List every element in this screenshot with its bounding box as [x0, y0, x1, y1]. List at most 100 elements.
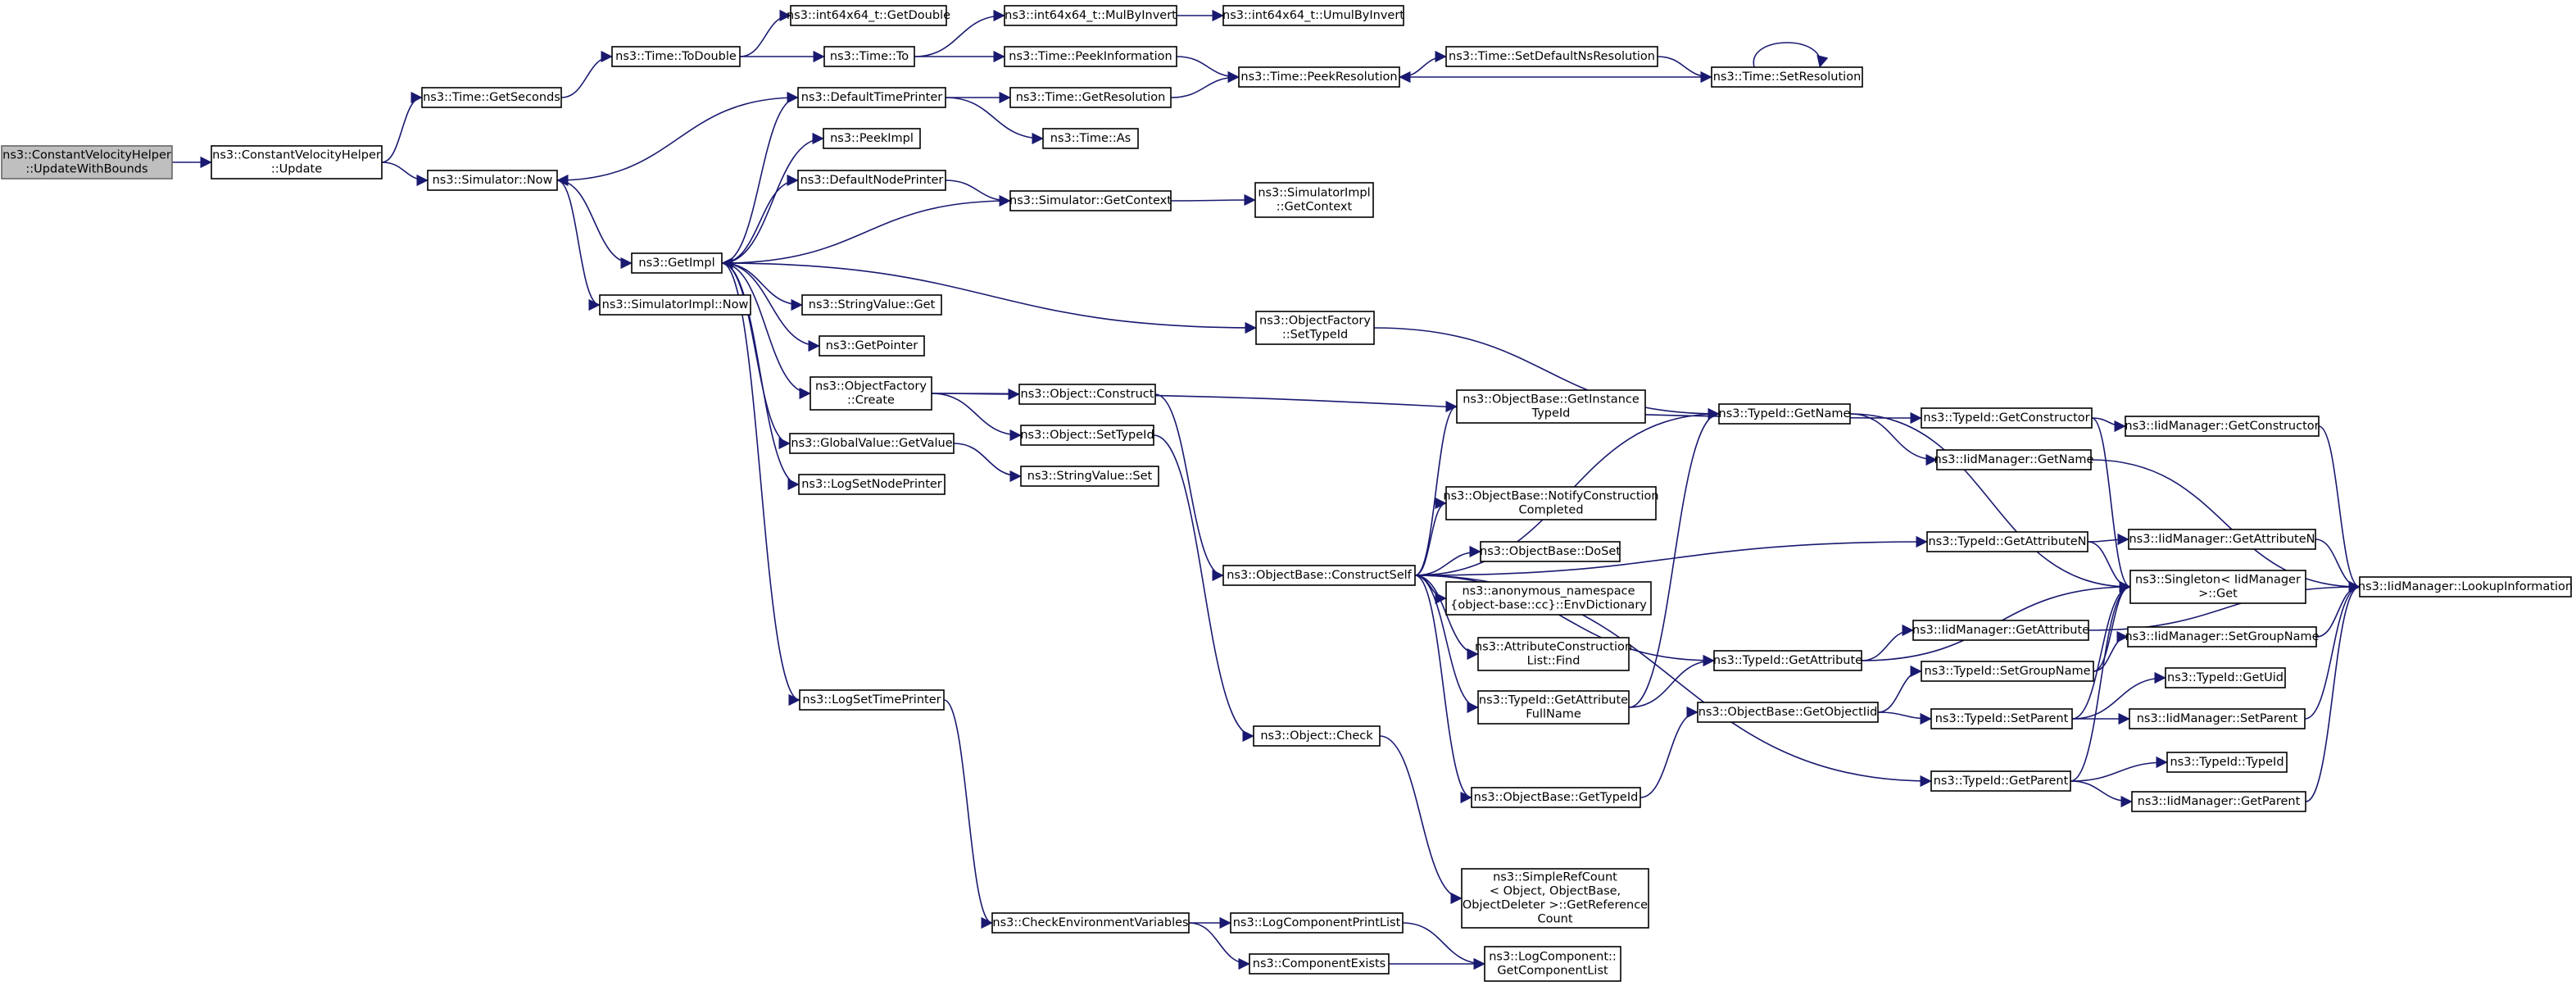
- node-box: [819, 335, 925, 357]
- call-node-iidmgr-getparent[interactable]: ns3::IidManager::GetParent: [2131, 791, 2306, 812]
- call-node-typeid-setgroupname[interactable]: ns3::TypeId::SetGroupName: [1921, 661, 2094, 682]
- call-node-time-peekinformation[interactable]: ns3::Time::PeekInformation: [1004, 46, 1177, 67]
- node-label: ns3::ObjectBase::GetInstance: [1463, 393, 1639, 407]
- call-node-objbase-getobjectiid[interactable]: ns3::ObjectBase::GetObjectIid: [1697, 702, 1879, 723]
- call-node-simimpl-getcontext[interactable]: ns3::SimulatorImpl::GetContext: [1254, 182, 1374, 218]
- call-node-time-to[interactable]: ns3::Time::To: [823, 46, 915, 67]
- call-edge: [739, 9, 791, 57]
- call-node-time-peekresolution[interactable]: ns3::Time::PeekResolution: [1238, 66, 1400, 88]
- node-box: [631, 252, 723, 274]
- call-node-componentexists[interactable]: ns3::ComponentExists: [1249, 953, 1390, 975]
- call-node-typeid-getconstructor[interactable]: ns3::TypeId::GetConstructor: [1921, 407, 2093, 429]
- call-node-objfactory-settypeid[interactable]: ns3::ObjectFactory::SetTypeId: [1255, 311, 1375, 345]
- call-node-anon-envdictionary[interactable]: ns3::anonymous_namespace{object-base::cc…: [1445, 581, 1652, 616]
- call-node-object-check[interactable]: ns3::Object::Check: [1253, 725, 1381, 747]
- call-node-object-construct[interactable]: ns3::Object::Construct: [1018, 384, 1156, 405]
- call-node-typeid-setparent[interactable]: ns3::TypeId::SetParent: [1930, 708, 2073, 729]
- call-node-getpointer[interactable]: ns3::GetPointer: [819, 335, 925, 357]
- call-edge: [721, 262, 1257, 334]
- call-node-singleton-get[interactable]: ns3::Singleton< IidManager>::Get: [2129, 570, 2306, 604]
- call-node-peekimpl[interactable]: ns3::PeekImpl: [823, 128, 921, 149]
- call-node-objbase-constructself[interactable]: ns3::ObjectBase::ConstructSelf: [1222, 565, 1416, 586]
- call-node-objbase-doset[interactable]: ns3::ObjectBase::DoSet: [1480, 541, 1621, 562]
- node-label: ns3::DefaultNodePrinter: [800, 174, 944, 187]
- call-node-time-setresolution[interactable]: ns3::Time::SetResolution: [1711, 66, 1863, 88]
- call-node-objbase-gettypeid[interactable]: ns3::ObjectBase::GetTypeId: [1471, 787, 1641, 808]
- call-node-globalvalue-getvalue[interactable]: ns3::GlobalValue::GetValue: [789, 433, 955, 454]
- node-label: ns3::ObjectBase::DoSet: [1480, 545, 1621, 558]
- call-node-defaultnodeprinter[interactable]: ns3::DefaultNodePrinter: [797, 170, 946, 191]
- call-node-getimpl[interactable]: ns3::GetImpl: [631, 252, 723, 274]
- call-edge: [2070, 756, 2168, 782]
- node-label: Completed: [1518, 504, 1583, 517]
- call-node-logsettimeprinter[interactable]: ns3::LogSetTimePrinter: [799, 689, 945, 711]
- call-node-defaulttimeprinter[interactable]: ns3::DefaultTimePrinter: [797, 87, 946, 108]
- call-node-iidmgr-getconstructor[interactable]: ns3::IidManager::GetConstructor: [2125, 416, 2320, 437]
- node-label: ns3::Singleton< IidManager: [2135, 574, 2301, 587]
- call-node-time-as[interactable]: ns3::Time::As: [1042, 128, 1139, 149]
- node-box: [2166, 752, 2288, 773]
- call-edge: [2087, 533, 2129, 546]
- call-node-simulator-now[interactable]: ns3::Simulator::Now: [427, 170, 558, 191]
- call-node-stringvalue-get[interactable]: ns3::StringValue::Get: [801, 294, 942, 316]
- node-label: ns3::LogSetTimePrinter: [802, 693, 941, 707]
- call-node-iidmgr-getname[interactable]: ns3::IidManager::GetName: [1934, 449, 2094, 470]
- call-node-iidmgr-setparent[interactable]: ns3::IidManager::SetParent: [2129, 708, 2306, 729]
- node-box: [1249, 953, 1390, 975]
- node-label: ns3::StringValue::Get: [809, 298, 936, 311]
- node-label: ns3::AttributeConstruction: [1475, 641, 1632, 654]
- call-node-logsetnodeprinter[interactable]: ns3::LogSetNodePrinter: [798, 474, 946, 495]
- call-node-typeid-getparent[interactable]: ns3::TypeId::GetParent: [1930, 770, 2071, 792]
- call-node-typeid-getname[interactable]: ns3::TypeId::GetName: [1718, 403, 1851, 425]
- call-edge: [1402, 922, 1485, 970]
- call-node-i64-umulbyinvert[interactable]: ns3::int64x64_t::UmulByInvert: [1222, 5, 1404, 26]
- call-node-logcomponent-getcomponentlist[interactable]: ns3::LogComponent::GetComponentList: [1484, 946, 1621, 982]
- call-edge: [1639, 706, 1698, 798]
- call-edge: [945, 97, 1044, 145]
- call-node-stringvalue-set[interactable]: ns3::StringValue::Set: [1020, 466, 1159, 487]
- node-box: [1445, 581, 1652, 616]
- node-label: ns3::Time::PeekInformation: [1009, 50, 1172, 63]
- call-node-cvh-update[interactable]: ns3::ConstantVelocityHelper::Update: [211, 145, 383, 179]
- call-node-iidmgr-getattribute[interactable]: ns3::IidManager::GetAttribute: [1912, 620, 2089, 641]
- node-label: GetComponentList: [1497, 965, 1608, 978]
- call-node-time-getseconds[interactable]: ns3::Time::GetSeconds: [421, 87, 562, 108]
- call-edge: [556, 179, 633, 270]
- call-node-i64-getdouble[interactable]: ns3::int64x64_t::GetDouble: [787, 5, 950, 26]
- call-node-iidmgr-lookupinformation[interactable]: ns3::IidManager::LookupInformation: [2358, 576, 2573, 598]
- node-label: ns3::ObjectBase::ConstructSelf: [1227, 569, 1412, 582]
- call-node-simulator-getcontext[interactable]: ns3::Simulator::GetContext: [1009, 190, 1172, 211]
- call-node-time-todouble[interactable]: ns3::Time::ToDouble: [611, 46, 741, 67]
- call-edge: [721, 174, 799, 264]
- call-node-typeid-getuid[interactable]: ns3::TypeId::GetUid: [2165, 667, 2286, 688]
- call-node-objbase-notifyconstruction[interactable]: ns3::ObjectBase::NotifyConstructionCompl…: [1443, 486, 1659, 520]
- node-label: ::Create: [847, 394, 895, 407]
- call-node-iidmgr-setgroupname[interactable]: ns3::IidManager::SetGroupName: [2125, 626, 2320, 647]
- call-node-objfactory-create[interactable]: ns3::ObjectFactory::Create: [810, 376, 932, 411]
- call-node-logcomponentprintlist[interactable]: ns3::LogComponentPrintList: [1230, 912, 1404, 934]
- node-box: [1042, 128, 1139, 149]
- node-label: ns3::int64x64_t::GetDouble: [787, 9, 950, 22]
- call-node-time-setdefaultnsres[interactable]: ns3::Time::SetDefaultNsResolution: [1445, 46, 1658, 67]
- node-box: [599, 294, 751, 316]
- call-node-typeid-getattributen[interactable]: ns3::TypeId::GetAttributeN: [1926, 531, 2088, 552]
- call-node-time-getresolution[interactable]: ns3::Time::GetResolution: [1009, 87, 1172, 108]
- call-node-object-settypeid[interactable]: ns3::Object::SetTypeId: [1020, 425, 1154, 446]
- node-box: [1936, 449, 2092, 470]
- node-label: ns3::Time::ToDouble: [615, 50, 737, 63]
- call-node-simplerefcount[interactable]: ns3::SimpleRefCount< Object, ObjectBase,…: [1461, 868, 1649, 929]
- call-node-checkenvvars[interactable]: ns3::CheckEnvironmentVariables: [991, 912, 1190, 934]
- call-node-i64-mulbyinvert[interactable]: ns3::int64x64_t::MulByInvert: [1004, 5, 1177, 26]
- call-node-root[interactable]: ns3::ConstantVelocityHelper::UpdateWithB…: [1, 145, 173, 179]
- node-box: [801, 294, 942, 316]
- node-label: ns3::StringValue::Set: [1027, 470, 1153, 483]
- call-edge: [1373, 327, 1720, 420]
- node-label: ns3::Time::SetDefaultNsResolution: [1449, 50, 1655, 63]
- call-node-typeid-typeid[interactable]: ns3::TypeId::TypeId: [2166, 752, 2288, 773]
- call-node-typeid-getattribute[interactable]: ns3::TypeId::GetAttribute: [1713, 650, 1862, 671]
- call-node-simimpl-now[interactable]: ns3::SimulatorImpl::Now: [599, 294, 751, 316]
- call-node-iidmgr-getattributen[interactable]: ns3::IidManager::GetAttributeN: [2128, 529, 2316, 550]
